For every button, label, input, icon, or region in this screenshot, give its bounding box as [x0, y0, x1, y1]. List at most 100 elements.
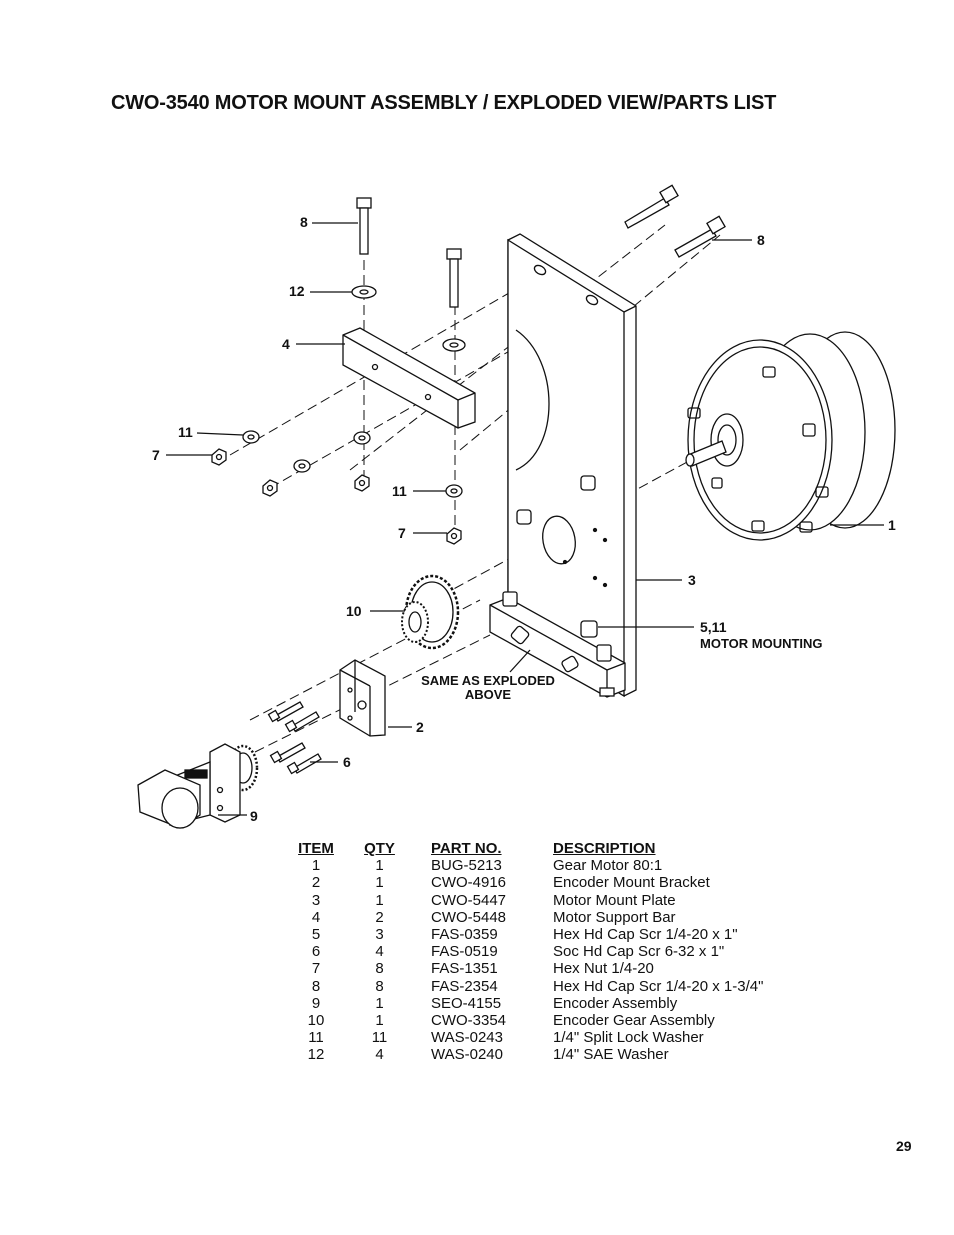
- table-row: 2 1 CWO-4916 Encoder Mount Bracket: [290, 874, 853, 891]
- bottom-support-bar: [489, 591, 626, 698]
- screw-6-b: [284, 711, 320, 733]
- callout-11-mid: 11: [392, 483, 407, 499]
- callout-8-right: 8: [757, 232, 765, 248]
- screw-6-d: [286, 753, 322, 775]
- cell-item: 2: [311, 874, 321, 892]
- washer-mid: [442, 338, 466, 352]
- header-qty: QTY: [364, 840, 395, 857]
- header-description: DESCRIPTION: [553, 840, 656, 857]
- callout-11-left: 11: [178, 424, 193, 440]
- washer-11-left: [242, 430, 260, 444]
- bolt-8-upper-left: [356, 197, 372, 255]
- bolt-8-upper-right-a: [624, 184, 679, 229]
- motor-mounting-label: MOTOR MOUNTING: [700, 636, 823, 651]
- screw-6-c: [269, 742, 306, 764]
- bolt-upper-mid: [446, 248, 462, 308]
- callout-12: 12: [289, 283, 305, 299]
- nut-left-b: [262, 479, 278, 497]
- table-row: 5 3 FAS-0359 Hex Hd Cap Scr 1/4-20 x 1": [290, 926, 853, 943]
- page-number: 29: [896, 1138, 912, 1154]
- cell-part-no: FAS-2354: [431, 977, 498, 995]
- cell-item: 5: [311, 926, 321, 944]
- callout-3: 3: [688, 572, 696, 588]
- cell-description: Hex Hd Cap Scr 1/4-20 x 1": [553, 926, 738, 944]
- motor-support-bar-4: [342, 327, 476, 429]
- cell-qty: 4: [375, 943, 384, 961]
- cell-part-no: CWO-4916: [431, 874, 507, 892]
- callout-10: 10: [346, 603, 362, 619]
- table-row: 3 1 CWO-5447 Motor Mount Plate: [290, 892, 853, 909]
- cell-part-no: CWO-5447: [431, 891, 507, 909]
- cell-description: Motor Mount Plate: [553, 891, 676, 909]
- table-row: 7 8 FAS-1351 Hex Nut 1/4-20: [290, 960, 853, 977]
- nut-7-left: [211, 448, 227, 466]
- cell-item: 9: [311, 994, 321, 1012]
- cell-description: Motor Support Bar: [553, 908, 676, 926]
- cell-description: 1/4" Split Lock Washer: [553, 1029, 704, 1047]
- washer-left-b: [293, 459, 311, 473]
- encoder-gear-10: [401, 574, 460, 650]
- cell-part-no: FAS-0359: [431, 926, 498, 944]
- cell-description: Gear Motor 80:1: [553, 857, 663, 875]
- page-title: CWO-3540 MOTOR MOUNT ASSEMBLY / EXPLODED…: [111, 92, 777, 114]
- table-row: 9 1 SEO-4155 Encoder Assembly: [290, 995, 853, 1012]
- callout-5-11: 5,11: [700, 619, 727, 635]
- table-row: 10 1 CWO-3354 Encoder Gear Assembly: [290, 1012, 853, 1029]
- cell-part-no: CWO-3354: [431, 1012, 507, 1030]
- header-part-no: PART NO.: [431, 840, 502, 857]
- encoder-mount-bracket-2: [339, 659, 386, 737]
- cell-part-no: BUG-5213: [431, 857, 502, 875]
- cell-qty: 1: [375, 874, 384, 892]
- washer-center: [353, 431, 371, 445]
- screw-6-a: [267, 701, 304, 723]
- table-row: 1 1 BUG-5213 Gear Motor 80:1: [290, 857, 853, 874]
- parts-list-table: ITEM QTY PART NO. DESCRIPTION 1 1 BUG-52…: [290, 840, 853, 1064]
- cell-item: 6: [311, 943, 321, 961]
- nut-7-mid: [446, 527, 462, 545]
- gear-motor-1: [685, 331, 896, 541]
- same-as-exploded-line1: SAME AS EXPLODED: [421, 673, 555, 688]
- callout-1: 1: [888, 517, 896, 533]
- parts-list-header: ITEM QTY PART NO. DESCRIPTION: [290, 840, 853, 857]
- cell-item: 7: [311, 960, 321, 978]
- cell-description: 1/4" SAE Washer: [553, 1046, 669, 1064]
- cell-description: Encoder Gear Assembly: [553, 1012, 715, 1030]
- cell-part-no: SEO-4155: [431, 994, 502, 1012]
- same-as-exploded-line2: ABOVE: [465, 687, 512, 702]
- cell-qty: 2: [375, 908, 384, 926]
- cell-qty: 1: [375, 891, 384, 909]
- table-row: 11 11 WAS-0243 1/4" Split Lock Washer: [290, 1029, 853, 1046]
- cell-part-no: FAS-0519: [431, 943, 498, 961]
- washer-11-mid: [445, 484, 463, 498]
- cell-qty: 1: [375, 994, 384, 1012]
- cell-item: 8: [311, 977, 321, 995]
- cell-description: Hex Hd Cap Scr 1/4-20 x 1-3/4": [553, 977, 764, 995]
- callout-8-left: 8: [300, 214, 308, 230]
- cell-part-no: FAS-1351: [431, 960, 498, 978]
- cell-description: Encoder Assembly: [553, 994, 678, 1012]
- cell-qty: 1: [375, 857, 384, 875]
- cell-item: 3: [311, 891, 321, 909]
- cell-qty: 4: [375, 1046, 384, 1064]
- cell-part-no: WAS-0240: [431, 1046, 503, 1064]
- callout-2: 2: [416, 719, 424, 735]
- cell-item: 4: [311, 908, 321, 926]
- cell-description: Soc Hd Cap Scr 6-32 x 1": [553, 943, 725, 961]
- cell-qty: 8: [375, 977, 384, 995]
- cell-item: 10: [307, 1012, 325, 1030]
- washer-12: [351, 285, 377, 299]
- callout-6: 6: [343, 754, 351, 770]
- encoder-assembly-9: [137, 743, 259, 829]
- table-row: 4 2 CWO-5448 Motor Support Bar: [290, 909, 853, 926]
- cell-qty: 1: [375, 1012, 384, 1030]
- cell-item: 11: [308, 1029, 324, 1047]
- cell-qty: 8: [375, 960, 384, 978]
- motor-mount-plate-3: [507, 233, 637, 698]
- header-item: ITEM: [298, 840, 334, 857]
- nut-center: [354, 474, 370, 492]
- cell-part-no: CWO-5448: [431, 908, 507, 926]
- callout-9: 9: [250, 808, 258, 824]
- cell-item: 1: [311, 857, 321, 875]
- cell-part-no: WAS-0243: [431, 1029, 503, 1047]
